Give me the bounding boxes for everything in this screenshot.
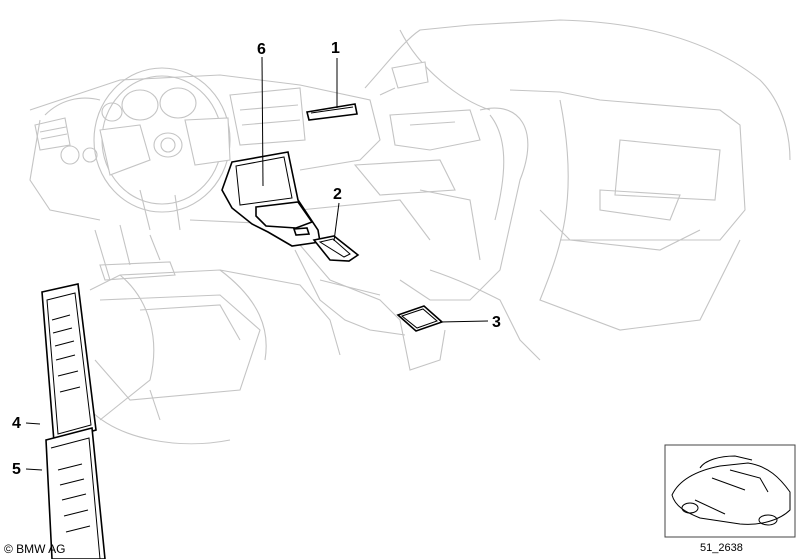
callout-4: 4 — [12, 415, 21, 432]
door-sill-strip-4 — [41, 283, 97, 444]
callout-6: 6 — [257, 41, 266, 58]
diagram-reference-number: 51_2638 — [700, 542, 743, 554]
car-thumbnail: 51_2638 — [664, 444, 796, 554]
callouts: 1 2 3 4 5 6 — [12, 40, 501, 478]
callout-1: 1 — [331, 40, 340, 57]
door-sill-strip-5 — [45, 426, 106, 559]
callout-5: 5 — [12, 461, 21, 478]
callout-3: 3 — [492, 314, 501, 331]
copyright-text: © BMW AG — [4, 542, 66, 556]
center-console-parts — [221, 103, 446, 371]
console-trim-plate — [312, 235, 360, 262]
callout-2: 2 — [333, 186, 342, 203]
car-interior-background — [29, 19, 791, 445]
door-sill-strips — [41, 283, 106, 559]
